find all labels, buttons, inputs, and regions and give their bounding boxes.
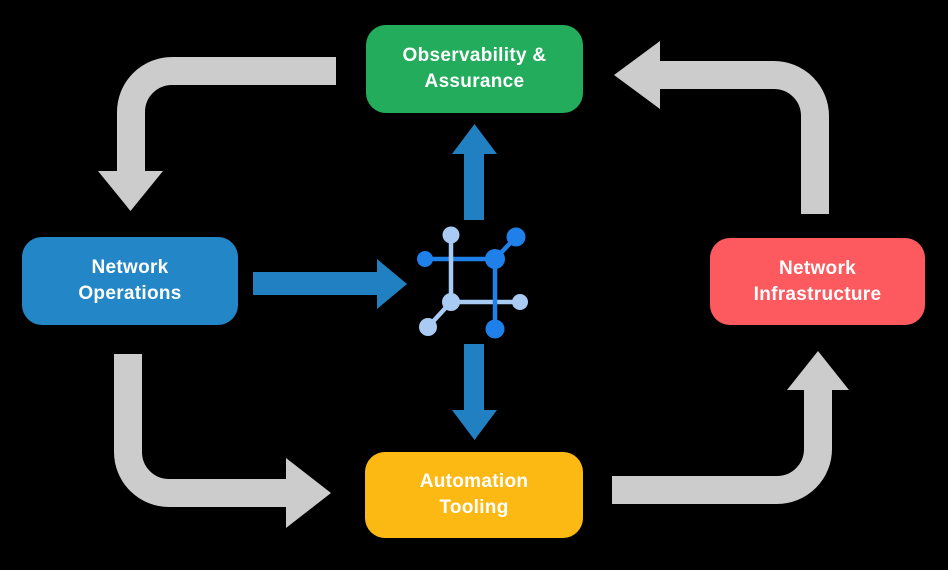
cycle-arrowhead-left [614,41,660,109]
flow-arrows [253,124,497,440]
node-observability-label: Observability & Assurance [402,45,547,92]
flow-arrow-right-shaft [253,272,379,295]
flow-arrowhead-up [452,124,497,154]
icon-light-dots [419,226,528,336]
cycle-arrowhead-up [787,351,849,390]
cycle-arrow-automation-to-infrastructure [612,389,832,504]
cycle-arrow-shafts [114,57,832,507]
flow-arrowhead-down [452,410,497,440]
icon-bright-dots [417,227,526,339]
node-network-infrastructure: Network Infrastructure [710,238,925,325]
node-network-operations: Network Operations [22,237,238,325]
network-fabric-icon [417,226,528,339]
cycle-arrow-observability-to-operations [117,57,336,172]
flow-arrowhead-right [377,259,407,309]
cycle-arrow-operations-to-automation [114,354,288,507]
cycle-arrow-infrastructure-to-observability [659,61,829,214]
node-automation-label: Automation Tooling [419,471,529,518]
flow-arrow-up-shaft [464,152,484,220]
cycle-arrowhead-right [286,458,331,528]
flow-arrow-down-shaft [464,344,484,412]
node-infrastructure-label: Network Infrastructure [753,257,882,305]
node-operations-label: Network Operations [78,257,182,304]
cycle-arrowhead-down [98,171,163,211]
node-automation-tooling: Automation Tooling [365,452,583,538]
cycle-arrow-heads [98,41,849,528]
node-observability-assurance: Observability & Assurance [366,25,583,113]
